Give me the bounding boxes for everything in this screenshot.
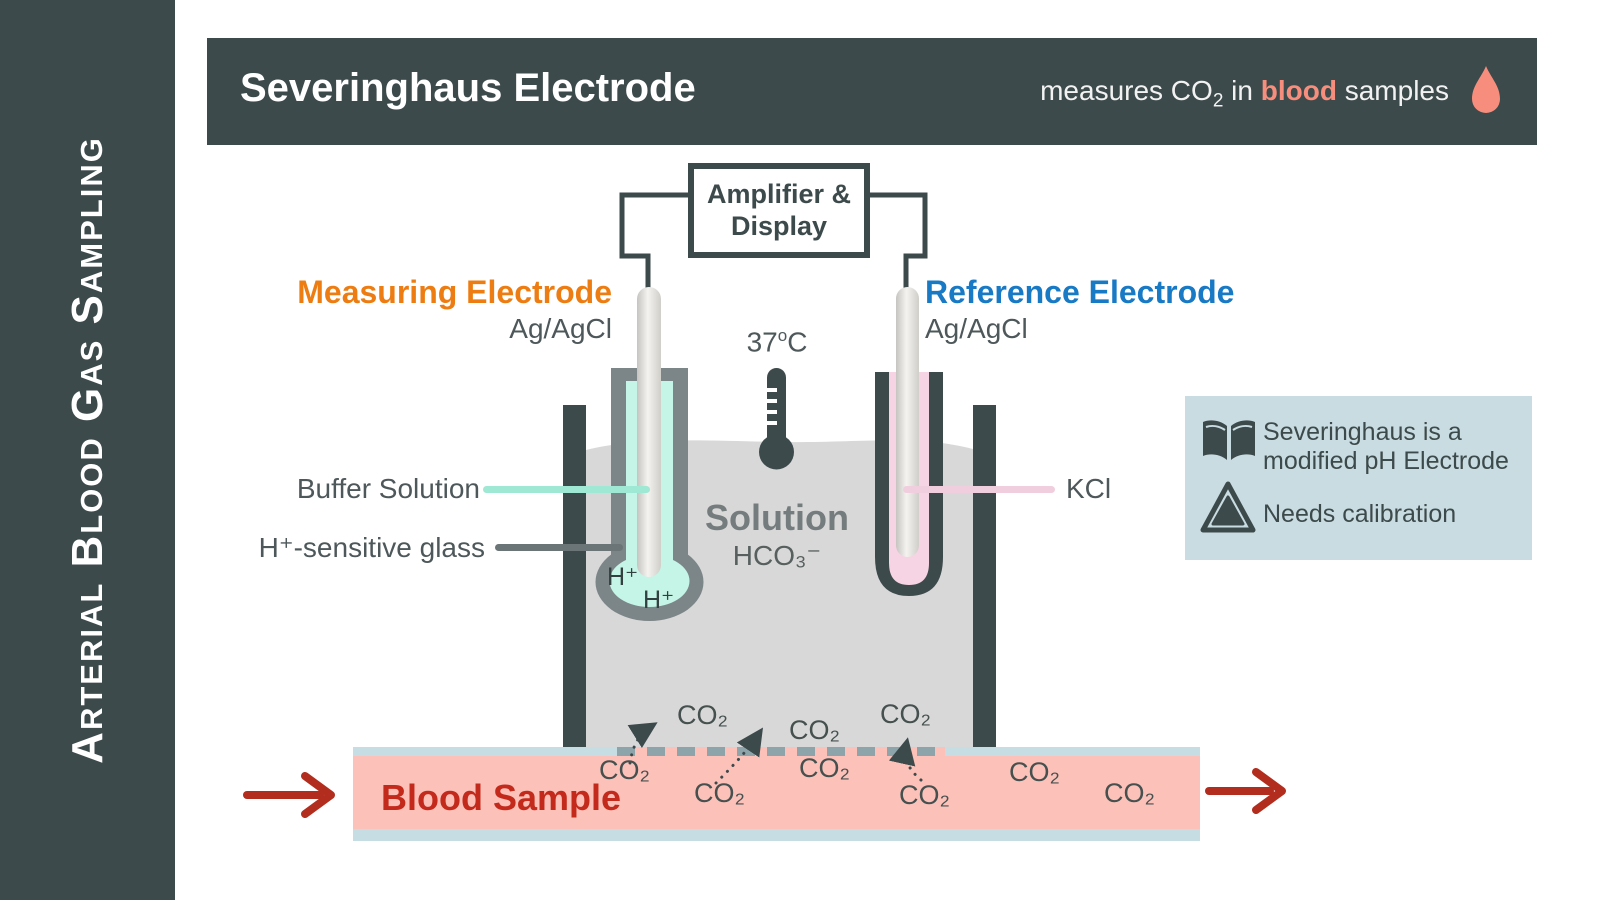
temperature-label: 37oC xyxy=(717,326,837,358)
degree-symbol: o xyxy=(777,326,788,345)
h-plus-ion: H⁺ xyxy=(607,563,639,591)
sidebar: Arterial Blood Gas Sampling xyxy=(0,0,175,900)
header-subtitle: measures CO2 in blood samples xyxy=(1040,75,1449,113)
amplifier-display-box: Amplifier & Display xyxy=(688,163,870,258)
measuring-electrode-rod xyxy=(637,287,661,577)
container-wall-right xyxy=(973,405,996,748)
subtitle-text: in xyxy=(1223,75,1261,106)
buffer-leader-line xyxy=(483,486,650,493)
h-sensitive-glass-label: H⁺-sensitive glass xyxy=(258,532,485,563)
subtitle-subscript: 2 xyxy=(1212,90,1224,112)
subtitle-blood-highlight: blood xyxy=(1260,75,1337,106)
info-item-text: Severinghaus is a modified pH Electrode xyxy=(1263,418,1509,475)
reference-electrode-rod xyxy=(896,287,919,557)
header-bar: Severinghaus Electrode measures CO2 in b… xyxy=(207,38,1537,145)
glass-leader-line xyxy=(495,544,623,551)
h-plus-ion: H⁺ xyxy=(643,586,675,614)
co2-molecule: CO₂ xyxy=(1104,778,1155,808)
amplifier-label-line2: Display xyxy=(730,210,828,241)
reference-electrode-title: Reference Electrode xyxy=(925,274,1235,310)
co2-molecule: CO₂ xyxy=(789,715,840,745)
buffer-solution-label: Buffer Solution xyxy=(296,473,480,504)
co2-molecule: CO₂ xyxy=(799,753,850,783)
co2-molecule: CO₂ xyxy=(1009,757,1060,787)
co2-molecule: CO₂ xyxy=(880,699,931,729)
channel-top-wall-left xyxy=(353,747,617,756)
temperature-value: 37 xyxy=(746,326,778,358)
co2-molecule: CO₂ xyxy=(694,778,745,808)
container-wall-left xyxy=(563,405,586,748)
blood-drop-icon xyxy=(1472,66,1500,113)
temperature-unit: C xyxy=(787,326,808,358)
blood-channel xyxy=(353,756,1200,829)
subtitle-text: samples xyxy=(1336,75,1449,106)
thermometer-icon xyxy=(759,368,794,470)
kcl-label: KCl xyxy=(1066,473,1112,504)
solution-title: Solution xyxy=(705,497,849,538)
co2-molecule: CO₂ xyxy=(677,700,728,730)
channel-bottom-wall xyxy=(353,829,1200,841)
co2-diffusion-arrows xyxy=(627,722,923,785)
co2-molecule: CO₂ xyxy=(599,755,650,785)
co2-molecule: CO₂ xyxy=(899,780,950,810)
info-box: Severinghaus is a modified pH Electrode … xyxy=(1185,396,1532,560)
blood-sample-label: Blood Sample xyxy=(381,777,622,818)
warning-triangle-icon xyxy=(1200,481,1256,533)
subtitle-text: measures CO xyxy=(1040,75,1213,106)
measuring-electrode-title: Measuring Electrode xyxy=(297,274,612,310)
blood-flow-arrow-out xyxy=(1205,768,1286,814)
open-book-icon xyxy=(1203,420,1255,460)
amplifier-label-line1: Amplifier & xyxy=(706,179,852,210)
info-item-text: Needs calibration xyxy=(1263,500,1457,528)
kcl-leader-line xyxy=(903,486,1055,493)
measuring-electrode-material: Ag/AgCl xyxy=(509,313,612,344)
page-title: Severinghaus Electrode xyxy=(240,66,696,110)
wire-right xyxy=(860,192,928,300)
solution-formula: HCO₃⁻ xyxy=(732,540,822,571)
blood-flow-arrow-in xyxy=(243,772,335,818)
channel-top-wall-right xyxy=(945,747,1200,756)
wire-left xyxy=(619,192,700,300)
reference-electrode-material: Ag/AgCl xyxy=(925,313,1028,344)
